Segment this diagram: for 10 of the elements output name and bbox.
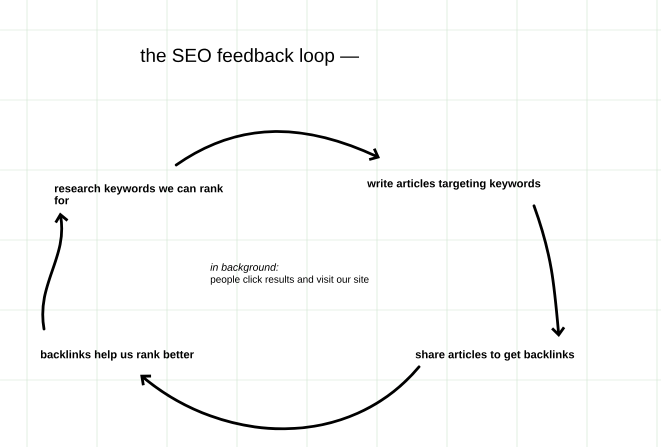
step-text: research keywords we can rank for bbox=[54, 184, 224, 204]
note: in background: people click results and visit our site bbox=[210, 263, 369, 285]
curved-arrow bbox=[532, 204, 566, 337]
curved-arrow bbox=[140, 365, 420, 430]
step-text: share articles to get backlinks bbox=[416, 350, 574, 361]
step-text: backlinks help us rank better bbox=[40, 350, 194, 361]
title: the SEO feedback loop — bbox=[140, 48, 360, 66]
step-text: write articles targeting keywords bbox=[367, 179, 540, 190]
curved-arrow bbox=[41, 212, 68, 330]
curved-arrow bbox=[174, 130, 380, 166]
